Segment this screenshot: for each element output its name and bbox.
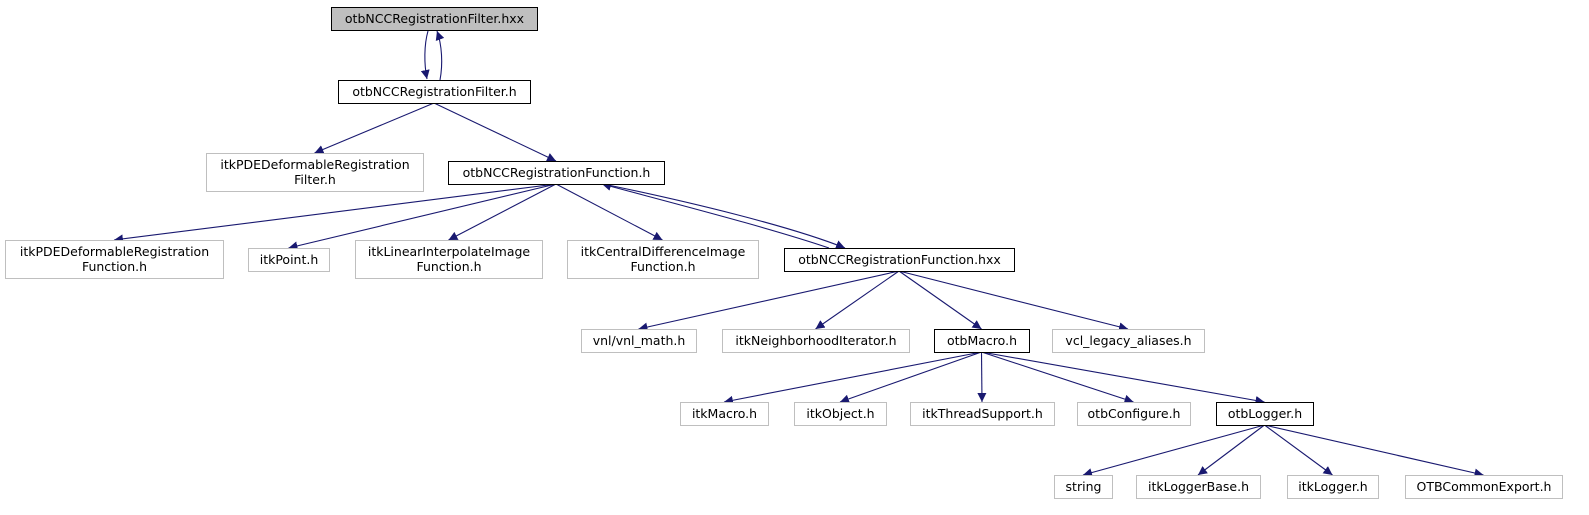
node-label: otbNCCRegistrationFunction.hxx <box>798 252 1001 267</box>
edge-filter_hxx-to-filter_h <box>420 30 430 80</box>
edge-function_hxx-to-vnl_math <box>638 270 900 332</box>
node-label: Function.h <box>630 259 695 274</box>
node-label: itkObject.h <box>806 406 874 421</box>
node-box <box>1405 475 1563 499</box>
node-label: itkLoggerBase.h <box>1148 479 1249 494</box>
node-label: itkLogger.h <box>1298 479 1367 494</box>
node-otb-logger[interactable]: otbLogger.h <box>1216 402 1314 426</box>
node-label: otbNCCRegistrationFilter.h <box>352 84 516 99</box>
node-box <box>567 240 759 279</box>
edge-otb_macro-to-otb_configure <box>981 351 1134 404</box>
edge-function_h-to-point <box>288 183 557 251</box>
node-label: OTBCommonExport.h <box>1417 479 1552 494</box>
edge-filter_h-to-pde_filter <box>314 102 435 154</box>
node-box <box>1052 329 1205 353</box>
node-label: vcl_legacy_aliases.h <box>1065 333 1191 348</box>
edge-otb_logger-to-itk_logger <box>1264 424 1333 476</box>
node-string[interactable]: string <box>1054 475 1113 499</box>
node-label: otbConfigure.h <box>1088 406 1181 421</box>
node-label: otbNCCRegistrationFunction.h <box>463 165 651 180</box>
node-box <box>794 402 887 426</box>
node-box <box>680 402 769 426</box>
node-box <box>248 248 330 272</box>
node-box <box>5 240 224 279</box>
node-box <box>1216 402 1314 426</box>
node-box <box>784 248 1015 272</box>
node-otb-macro[interactable]: otbMacro.h <box>934 329 1030 353</box>
edge-function_hxx-to-neighborhood_iter <box>815 270 900 330</box>
node-label: Function.h <box>416 259 481 274</box>
node-box <box>331 7 538 31</box>
node-label: itkPDEDeformableRegistration <box>20 244 209 259</box>
edge-function_h-to-linear_interp <box>448 183 557 241</box>
node-label: otbMacro.h <box>947 333 1017 348</box>
node-point[interactable]: itkPoint.h <box>248 248 330 272</box>
node-box <box>910 402 1055 426</box>
edge-otb_macro-to-itk_object <box>839 351 982 404</box>
node-common-export[interactable]: OTBCommonExport.h <box>1405 475 1563 499</box>
node-label: Filter.h <box>294 172 336 187</box>
edge-otb_logger-to-string <box>1082 424 1265 477</box>
node-vcl-legacy[interactable]: vcl_legacy_aliases.h <box>1052 329 1205 353</box>
node-label: Function.h <box>82 259 147 274</box>
node-box <box>1287 475 1379 499</box>
node-otb-configure[interactable]: otbConfigure.h <box>1077 402 1191 426</box>
node-label: itkLinearInterpolateImage <box>368 244 531 259</box>
node-function-h[interactable]: otbNCCRegistrationFunction.h <box>448 161 665 185</box>
edge-function_hxx-to-vcl_legacy <box>898 270 1129 332</box>
edge-function_h-to-pde_function <box>113 183 557 244</box>
edges-layer <box>113 30 1484 478</box>
edge-function_hxx-to-otb_macro <box>898 270 982 330</box>
node-box <box>1054 475 1113 499</box>
node-label: otbNCCRegistrationFilter.hxx <box>345 11 524 26</box>
node-label: otbLogger.h <box>1228 406 1302 421</box>
node-label: itkNeighborhoodIterator.h <box>735 333 896 348</box>
node-box <box>206 153 424 192</box>
node-filter-h[interactable]: otbNCCRegistrationFilter.h <box>338 80 531 104</box>
node-box <box>448 161 665 185</box>
node-label: string <box>1066 479 1102 494</box>
node-label: vnl/vnl_math.h <box>593 333 686 348</box>
nodes-layer: otbNCCRegistrationFilter.hxx otbNCCRegist… <box>5 7 1563 499</box>
node-logger-base[interactable]: itkLoggerBase.h <box>1136 475 1261 499</box>
node-box <box>722 329 910 353</box>
edge-otb_macro-to-otb_logger <box>981 351 1265 405</box>
edge-otb_logger-to-logger_base <box>1197 424 1265 476</box>
node-itk-macro[interactable]: itkMacro.h <box>680 402 769 426</box>
node-label: itkMacro.h <box>692 406 757 421</box>
edge-otb_macro-to-itk_macro <box>723 351 982 405</box>
node-box <box>355 240 543 279</box>
edge-function_h-to-central_diff <box>555 183 663 241</box>
node-label: itkPoint.h <box>260 252 319 267</box>
edge-filter_h-to-function_h <box>433 102 557 162</box>
edge-otb_logger-to-common_export <box>1264 424 1484 478</box>
node-box <box>581 329 697 353</box>
node-label: itkPDEDeformableRegistration <box>220 157 409 172</box>
node-itk-thread[interactable]: itkThreadSupport.h <box>910 402 1055 426</box>
edge-filter_h-to-filter_hxx <box>435 30 445 81</box>
node-itk-object[interactable]: itkObject.h <box>794 402 887 426</box>
node-filter-hxx: otbNCCRegistrationFilter.hxx <box>331 7 538 31</box>
node-label: itkCentralDifferenceImage <box>581 244 746 259</box>
node-box <box>1136 475 1261 499</box>
node-box <box>338 80 531 104</box>
edge-function_h-to-function_hxx <box>607 184 846 249</box>
node-vnl-math[interactable]: vnl/vnl_math.h <box>581 329 697 353</box>
node-label: itkThreadSupport.h <box>922 406 1043 421</box>
node-function-hxx[interactable]: otbNCCRegistrationFunction.hxx <box>784 248 1015 272</box>
node-box <box>1077 402 1191 426</box>
node-box <box>934 329 1030 353</box>
node-itk-logger[interactable]: itkLogger.h <box>1287 475 1379 499</box>
edge-function_hxx-to-function_h <box>601 181 830 249</box>
node-neighborhood-iter[interactable]: itkNeighborhoodIterator.h <box>722 329 910 353</box>
edge-otb_macro-to-itk_thread <box>977 351 987 403</box>
